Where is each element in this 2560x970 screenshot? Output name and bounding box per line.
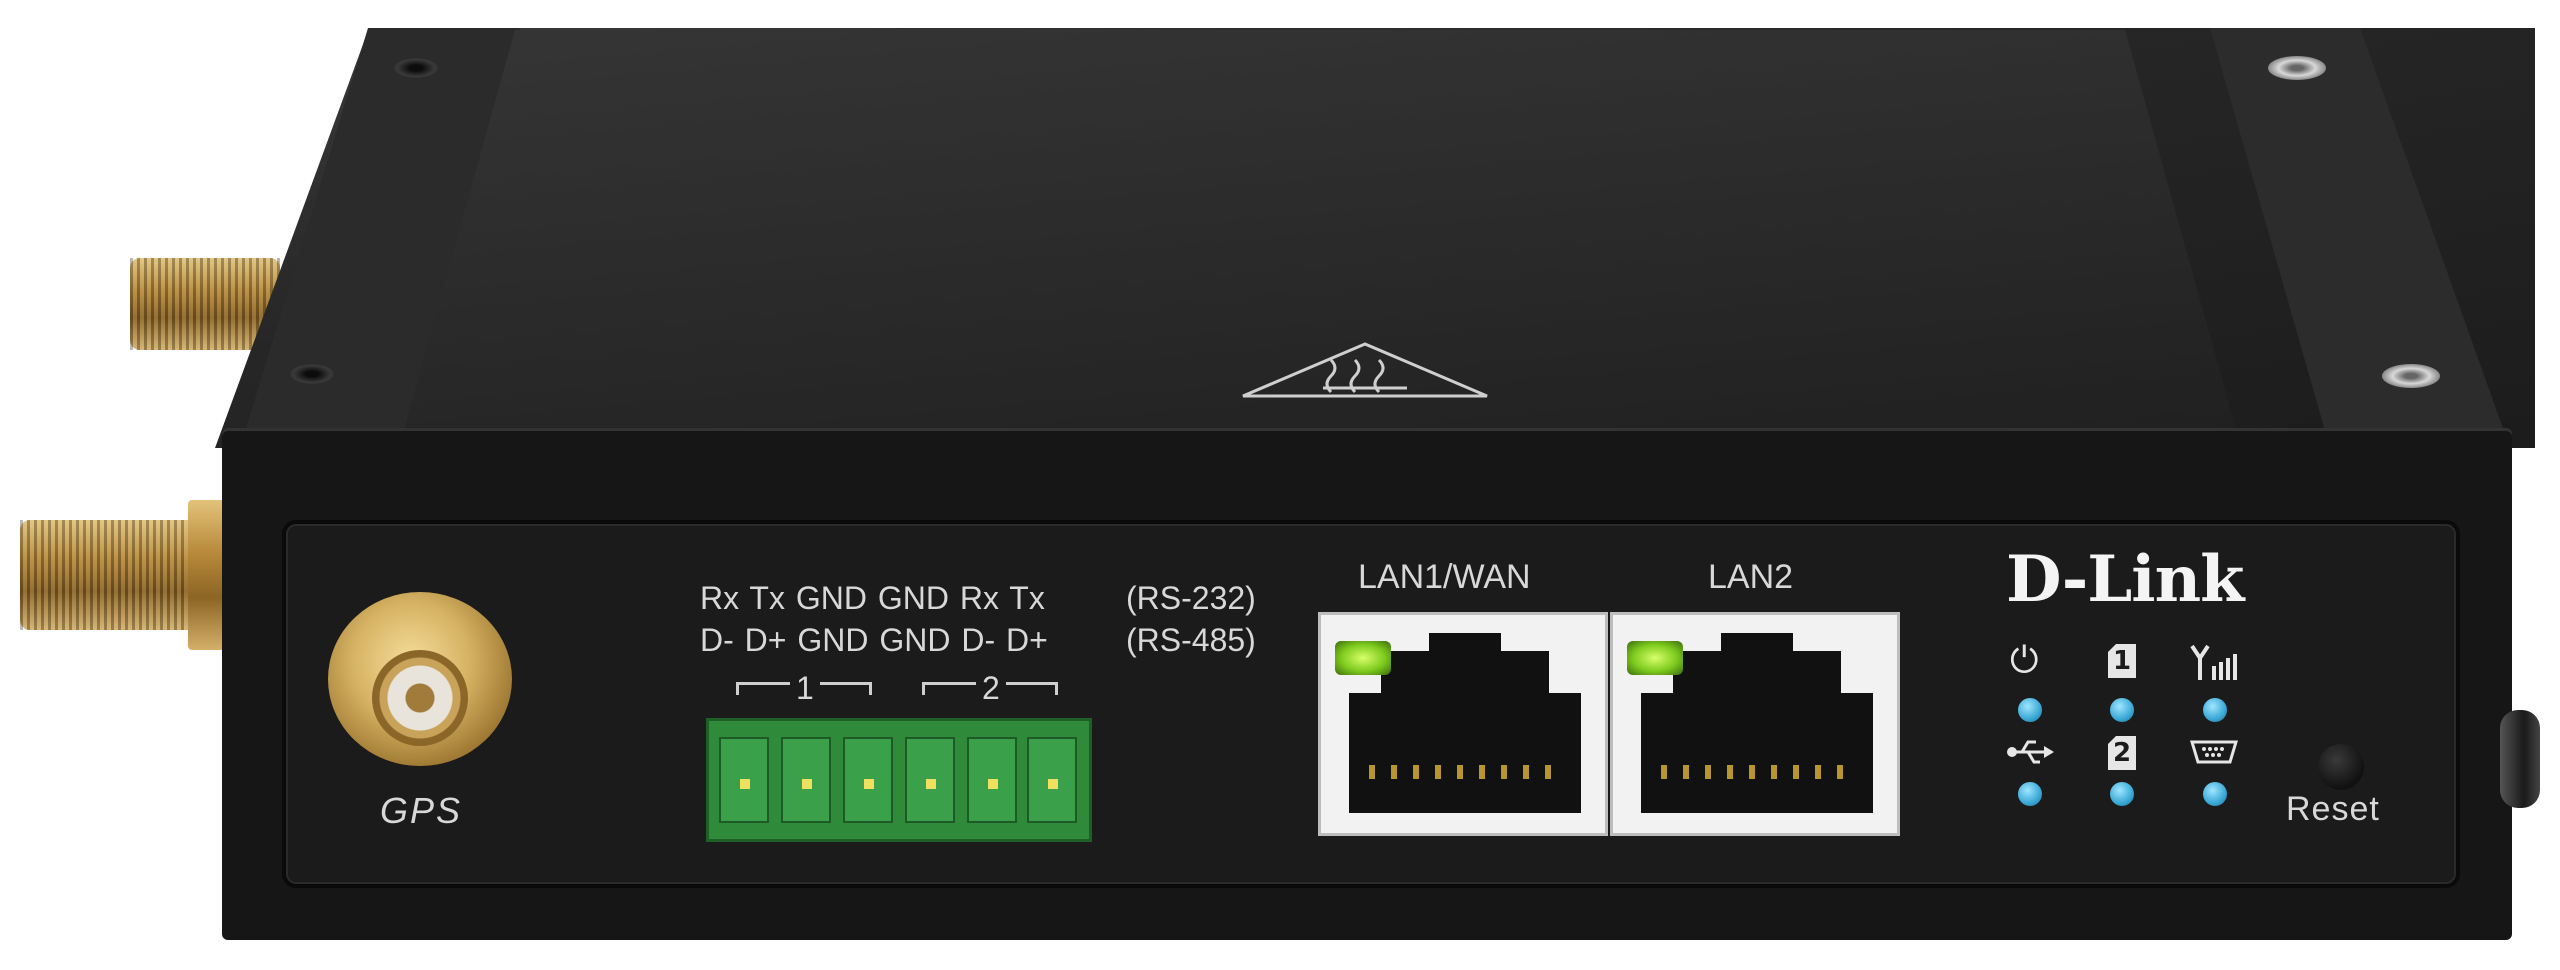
usb-icon	[2007, 740, 2054, 764]
lan2-label: LAN2	[1708, 558, 1794, 596]
serial-terminal-block[interactable]	[706, 718, 1092, 842]
power-icon: ⏻	[2010, 640, 2039, 681]
lan1-port[interactable]	[1318, 612, 1608, 836]
antenna-nut-bottom	[188, 500, 226, 650]
reset-button[interactable]	[2318, 744, 2364, 790]
serial-led	[2203, 782, 2227, 806]
antenna-connector-top	[130, 258, 280, 350]
pin-label: D+	[1006, 622, 1048, 658]
rs485-pin-labels: D- D+ GND GND D- D+	[700, 622, 1048, 659]
rs485-label: (RS-485)	[1126, 622, 1256, 658]
usb-led	[2018, 782, 2042, 806]
sim2-led	[2110, 782, 2134, 806]
rs232-pin-labels: Rx Tx GND GND Rx Tx	[700, 580, 1045, 617]
antenna-connector-bottom	[20, 520, 200, 630]
signal-led	[2203, 698, 2227, 722]
sim1-led	[2110, 698, 2134, 722]
screw	[290, 364, 334, 384]
pin-label: GND	[797, 622, 869, 658]
pin-label: D-	[700, 622, 734, 658]
gps-label: GPS	[380, 790, 463, 831]
terminal-pin	[967, 737, 1017, 823]
lan1-led	[1335, 641, 1391, 675]
pin-label: D-	[961, 622, 996, 658]
terminal-pin	[1027, 737, 1077, 823]
rj45-pins	[1369, 765, 1561, 779]
pin-label: Tx	[749, 580, 785, 616]
screw	[2382, 364, 2440, 388]
signal-icon	[2190, 644, 2237, 680]
lan1-label: LAN1/WAN	[1358, 558, 1531, 596]
rj45-pins	[1661, 765, 1853, 779]
side-power-connector	[2500, 710, 2540, 808]
sim2-icon: 2	[2108, 736, 2136, 770]
terminal-pin	[719, 737, 769, 823]
hot-surface-warning-icon	[1242, 342, 1488, 398]
pin-label: Tx	[1009, 580, 1045, 616]
gps-connector-center	[372, 650, 468, 746]
pin-label: Rx	[959, 580, 999, 616]
rs232-label: (RS-232)	[1126, 580, 1256, 616]
pin-label: Rx	[700, 580, 740, 616]
pin-label: GND	[795, 580, 867, 616]
pin-label: D+	[744, 622, 787, 658]
terminal-pin	[905, 737, 955, 823]
pin-label: GND	[877, 580, 949, 616]
brand-logo: D-Link	[2006, 542, 2244, 617]
serial-port-icon	[2190, 740, 2238, 764]
terminal-pin	[781, 737, 831, 823]
power-led	[2018, 698, 2042, 722]
reset-label: Reset	[2286, 790, 2380, 828]
sim1-icon: 1	[2108, 644, 2136, 678]
screw	[2268, 56, 2326, 80]
port2-label: 2	[976, 670, 1006, 707]
screw	[394, 58, 438, 78]
lan2-led	[1627, 641, 1683, 675]
lan2-port[interactable]	[1610, 612, 1900, 836]
terminal-pin	[843, 737, 893, 823]
port1-label: 1	[790, 670, 820, 707]
pin-label: GND	[879, 622, 951, 658]
chassis-top-panel	[400, 30, 2240, 444]
